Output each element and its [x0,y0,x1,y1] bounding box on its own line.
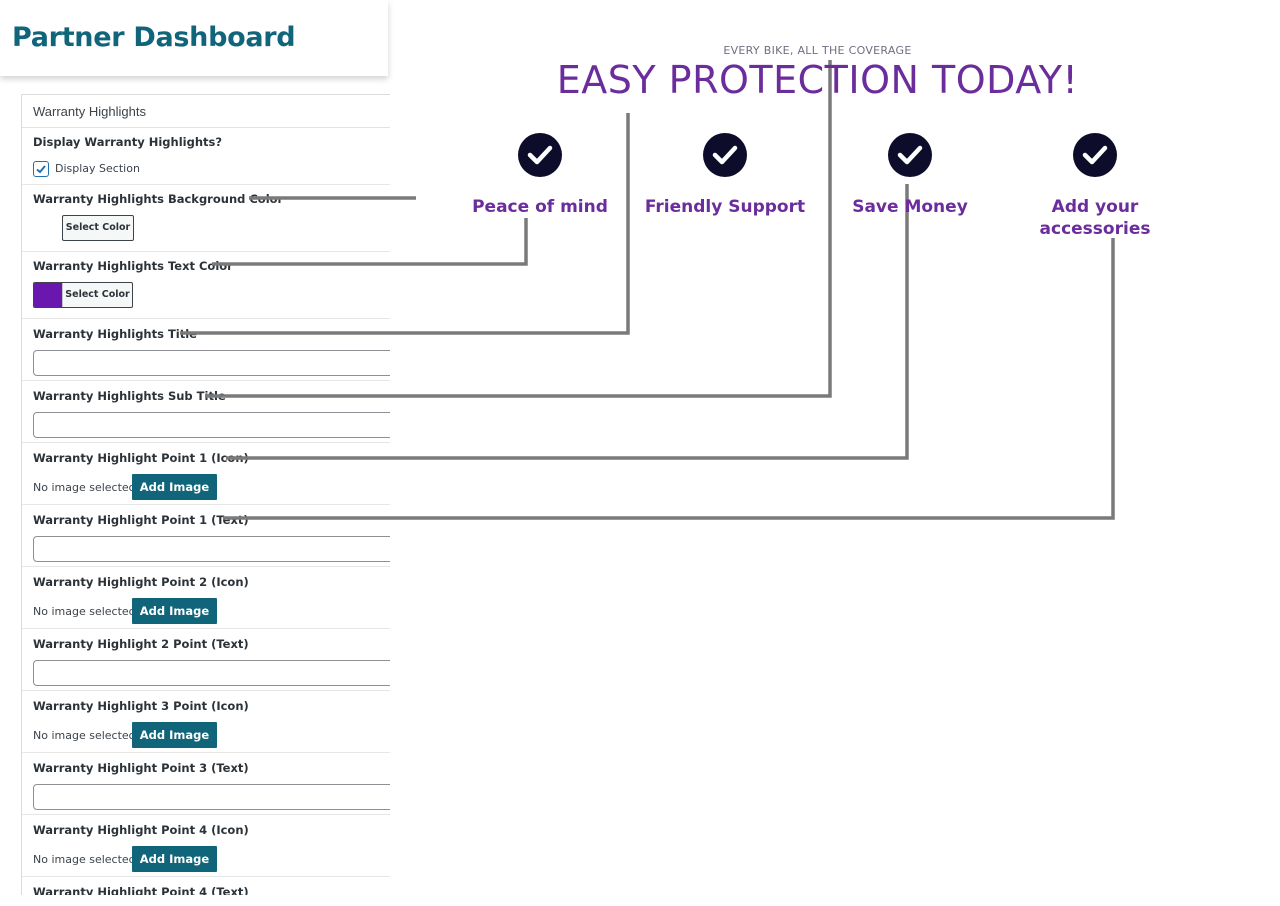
point-label-1: Peace of mind [450,196,630,218]
point3-icon-label: Warranty Highlight 3 Point (Icon) [33,699,249,713]
point-4-line2: accessories [1039,219,1151,239]
point1-text-label: Warranty Highlight Point 1 (Text) [33,513,249,527]
subtitle-label: Warranty Highlights Sub Title [33,389,226,403]
divider [22,380,390,381]
divider [22,442,390,443]
connector-subtitle [205,60,832,398]
text-color-picker-button[interactable]: Select Color [33,282,133,308]
title-input[interactable] [33,350,390,376]
point4-add-image-button[interactable]: Add Image [132,846,217,872]
connector-title [180,113,630,335]
point2-add-image-button[interactable]: Add Image [132,598,217,624]
bg-select-color-label: Select Color [65,222,131,233]
checkmark-icon [36,165,46,174]
preview-subtitle: EVERY BIKE, ALL THE COVERAGE [723,44,912,57]
check-circle-icon [888,133,932,177]
text-color-swatch [34,283,62,307]
header-bar: Partner Dashboard [0,0,388,76]
text-select-color-label: Select Color [62,283,132,307]
point3-text-label: Warranty Highlight Point 3 (Text) [33,761,249,775]
point-label-4: Add your accessories [1005,196,1185,240]
point1-icon-label: Warranty Highlight Point 1 (Icon) [33,451,249,465]
connector-point-text [223,238,1115,520]
check-circle-icon [1073,133,1117,177]
divider [22,876,390,877]
point-2-line1: Friendly Support [644,197,806,217]
divider [22,814,390,815]
check-circle-icon [518,133,562,177]
divider [22,184,390,185]
preview-title: EASY PROTECTION TODAY! [556,58,1079,102]
divider [22,504,390,505]
display-section-label: Display Section [55,162,140,175]
divider [22,251,390,252]
subtitle-input[interactable] [33,412,390,438]
point4-text-label: Warranty Highlight Point 4 (Text) [33,885,249,895]
warranty-highlights-panel: Warranty Highlights Display Warranty Hig… [21,94,390,895]
point2-no-image-text: No image selected [33,605,136,618]
point1-add-image-button[interactable]: Add Image [132,474,217,500]
display-label: Display Warranty Highlights? [33,135,223,149]
point3-text-input[interactable] [33,784,390,810]
divider [22,628,390,629]
point-1-line1: Peace of mind [472,197,608,217]
title-label: Warranty Highlights Title [33,327,197,341]
display-section-checkbox[interactable] [33,161,49,177]
divider [22,318,390,319]
point2-text-input[interactable] [33,660,390,686]
divider [22,566,390,567]
bg-color-label: Warranty Highlights Background Color [33,192,284,206]
divider [22,752,390,753]
point-4-line1: Add your [1051,197,1139,217]
point3-no-image-text: No image selected [33,729,136,742]
point2-text-label: Warranty Highlight 2 Point (Text) [33,637,249,651]
page-title: Partner Dashboard [12,22,296,53]
text-color-label: Warranty Highlights Text Color [33,259,233,273]
point1-no-image-text: No image selected [33,481,136,494]
point2-icon-label: Warranty Highlight Point 2 (Icon) [33,575,249,589]
point4-icon-label: Warranty Highlight Point 4 (Icon) [33,823,249,837]
point3-add-image-button[interactable]: Add Image [132,722,217,748]
panel-title: Warranty Highlights [33,104,146,119]
connector-text-color [212,218,528,266]
point-label-3: Save Money [820,196,1000,218]
point1-text-input[interactable] [33,536,390,562]
check-circle-icon [703,133,747,177]
point-3-line1: Save Money [852,197,968,217]
point-label-2: Friendly Support [635,196,815,218]
bg-color-picker-button[interactable]: Select Color [62,215,134,241]
divider [22,690,390,691]
connector-point-icon [226,184,909,460]
point4-no-image-text: No image selected [33,853,136,866]
panel-header: Warranty Highlights [22,95,390,128]
